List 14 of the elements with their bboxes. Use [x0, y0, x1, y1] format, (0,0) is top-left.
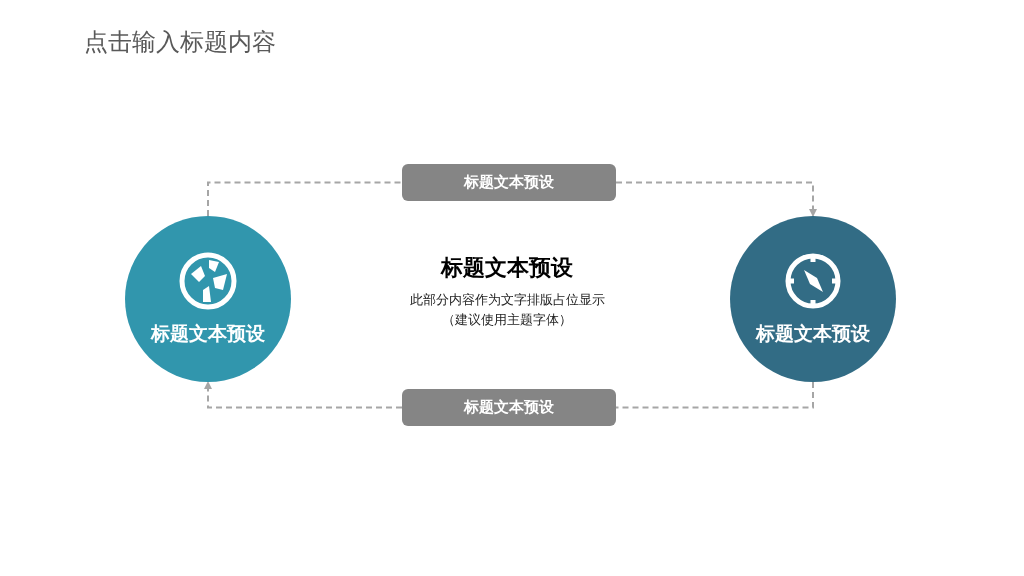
- label-box: [402, 164, 616, 201]
- page-title: 点击输入标题内容: [84, 27, 276, 57]
- box-label: 标题文本预设: [464, 173, 554, 192]
- dashed-connector: [615, 181, 817, 217]
- circle-title: 标题文本预设: [756, 322, 870, 346]
- dashed-connector: [207, 181, 403, 217]
- description-text: （建议使用主题字体）: [442, 310, 572, 329]
- label-box: [402, 389, 616, 426]
- center-heading: 标题文本预设: [441, 254, 573, 282]
- description-text: 此部分内容作为文字排版占位显示: [409, 290, 605, 309]
- dashed-connector: [615, 381, 814, 409]
- circle-title: 标题文本预设: [151, 322, 265, 346]
- dashed-connector: [204, 381, 403, 409]
- box-label: 标题文本预设: [464, 398, 554, 417]
